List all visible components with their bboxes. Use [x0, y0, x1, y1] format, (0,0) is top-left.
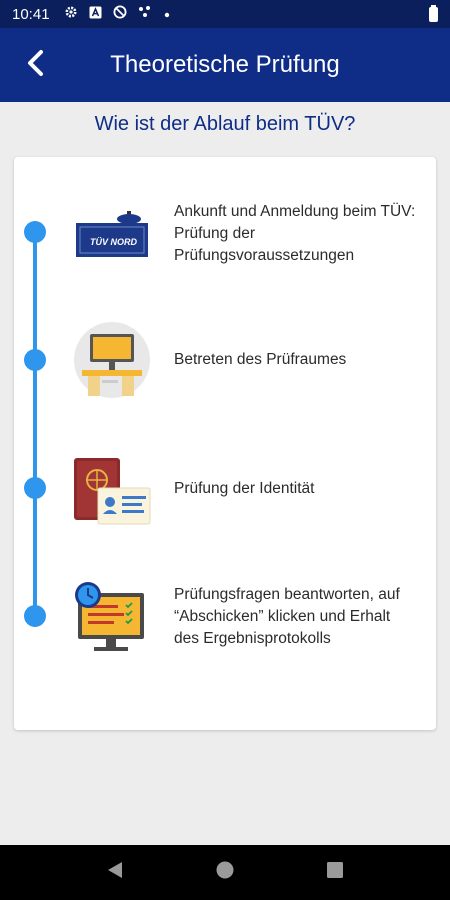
battery-icon: [429, 4, 438, 22]
passport-id-icon: [72, 450, 152, 530]
nav-home-button[interactable]: [205, 853, 245, 893]
dots-icon: [138, 5, 152, 23]
step-text: Prüfung der Identität: [174, 480, 315, 497]
app-bar: Theoretische Prüfung: [0, 28, 450, 102]
timeline-dot: [24, 221, 46, 243]
computer-exam-icon: [72, 579, 152, 659]
nav-back-button[interactable]: [95, 853, 135, 893]
status-bar: 10:41: [0, 0, 450, 28]
exam-room-icon: [72, 320, 152, 400]
timeline-dot: [24, 349, 46, 371]
step-text: Betreten des Prüfraumes: [174, 351, 347, 368]
reception-desk-icon: TÜV NORD: [72, 197, 152, 277]
nav-recents-button[interactable]: [315, 853, 355, 893]
back-triangle-icon: [106, 860, 124, 885]
system-nav-bar: [0, 845, 450, 900]
recents-square-icon: [326, 861, 344, 884]
small-dot-icon: [163, 6, 171, 23]
a-box-icon: [89, 6, 102, 23]
section-heading: Wie ist der Ablauf beim TÜV?: [94, 113, 356, 135]
tuv-logo-text: TÜV NORD: [90, 237, 138, 247]
home-circle-icon: [215, 860, 235, 885]
no-sync-icon: [113, 5, 127, 23]
status-time: 10:41: [12, 5, 50, 23]
chevron-left-icon: [25, 49, 45, 82]
timeline-dot: [24, 477, 46, 499]
back-button[interactable]: [0, 28, 70, 102]
process-card: TÜV NORD Ankunft und Anmeldung beim TÜV:…: [14, 157, 436, 730]
step-text: Ankunft und Anmeldung beim TÜV: Prüfung …: [174, 203, 416, 264]
gear-icon: [64, 5, 78, 23]
step-text: Prüfungsfragen beantworten, auf “Abschic…: [174, 586, 400, 647]
timeline-line: [33, 232, 37, 617]
timeline-dot: [24, 605, 46, 627]
